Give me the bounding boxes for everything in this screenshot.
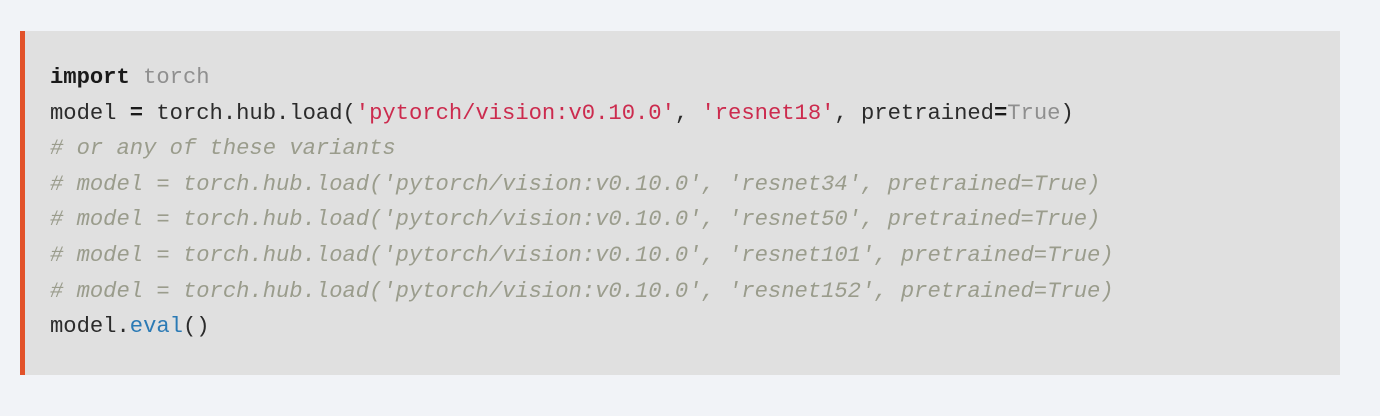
code-token-comment: # model = torch.hub.load('pytorch/vision… [50,278,1114,304]
code-token-string: 'resnet18' [701,100,835,126]
code-token-name: torch [143,65,210,90]
code-token-plain [130,65,143,90]
code-token-plain: model. [50,314,130,340]
code-token-plain: model [50,100,130,126]
code-line: # model = torch.hub.load('pytorch/vision… [50,238,1330,274]
code-line: model = torch.hub.load('pytorch/vision:v… [50,96,1330,132]
code-token-comment: # model = torch.hub.load('pytorch/vision… [50,171,1101,197]
code-line: import torch [50,60,1330,96]
code-line: # model = torch.hub.load('pytorch/vision… [50,274,1330,310]
code-token-plain: , pretrained [834,100,994,126]
code-token-keyword: import [50,65,130,90]
code-token-comment: # model = torch.hub.load('pytorch/vision… [50,242,1114,268]
code-token-comment: # or any of these variants [50,136,396,162]
code-line: model.eval() [50,309,1330,345]
code-token-plain: () [182,314,210,340]
code-token-plain: torch.hub.load( [143,100,356,126]
code-token-op: = [129,100,144,126]
code-token-builtin: True [1007,100,1061,126]
code-token-op: = [993,100,1008,126]
code-token-plain: ) [1060,100,1074,126]
code-token-string: 'pytorch/vision:v0.10.0' [355,100,675,126]
code-token-func: eval [129,314,183,340]
code-line: # or any of these variants [50,131,1330,167]
code-line: # model = torch.hub.load('pytorch/vision… [50,202,1330,238]
code-line: # model = torch.hub.load('pytorch/vision… [50,167,1330,203]
code-token-plain: , [674,100,702,126]
code-token-comment: # model = torch.hub.load('pytorch/vision… [50,207,1101,233]
